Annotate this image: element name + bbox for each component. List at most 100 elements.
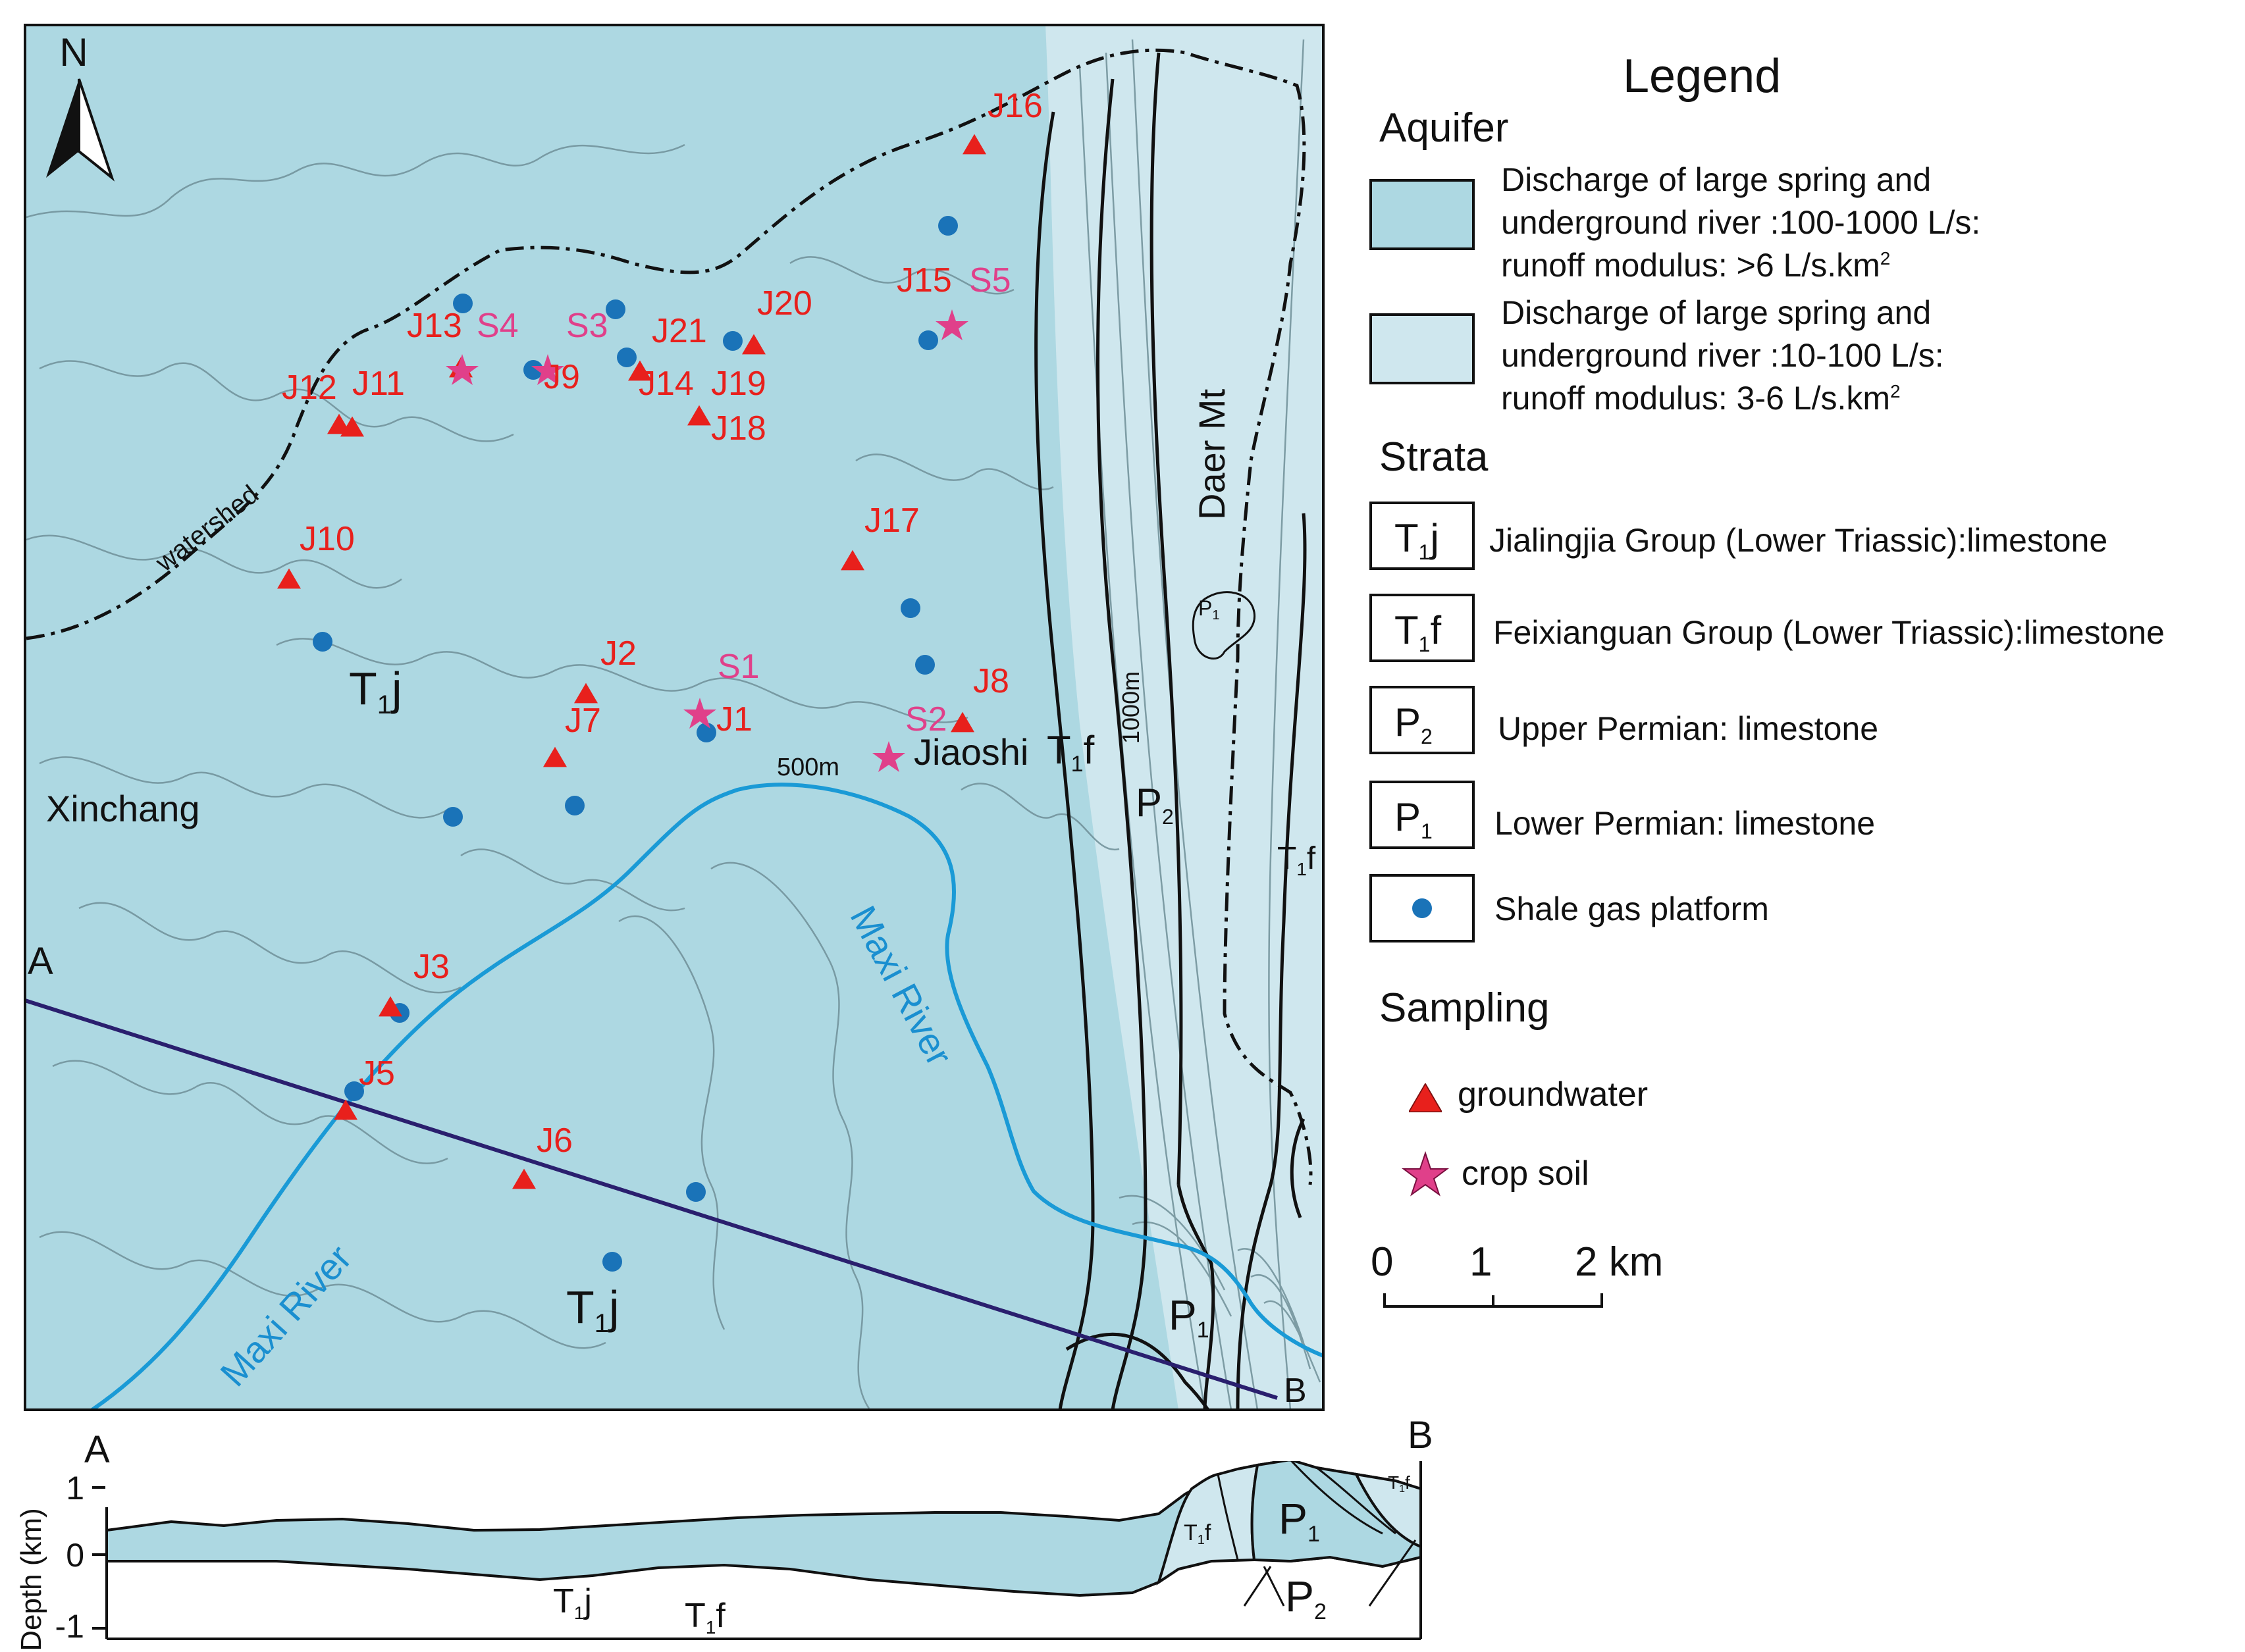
geologic-boundaries [1034,52,1307,1410]
sample-label-s4: S4 [477,307,519,345]
platform-marker [901,598,920,618]
xinchang-label: Xinchang [46,788,200,829]
legend-strata-box [1369,686,1475,754]
legend-groundwater-icon [1409,1083,1442,1112]
legend-strata-box [1369,594,1475,662]
legend-strata-symbol: T1f [1394,608,1441,656]
sample-label-j5: J5 [359,1054,395,1093]
platform-marker [443,807,463,827]
sample-label-j20: J20 [757,284,812,323]
cross-section: A B Depth (km) 1 0 -1 T1j T1f T1f T1f P1… [15,1414,1433,1651]
section-label-a: A [84,1428,110,1471]
platform-marker [938,216,958,236]
sample-label-j16: J16 [988,87,1043,125]
section-t1f-top-zone [1354,1472,1421,1549]
legend-swatch-aquifer-high [1369,179,1475,250]
section-a-label: A [28,940,53,983]
north-label: N [59,30,88,74]
legend-strata-symbol: P1 [1394,795,1433,843]
section-unit-p2: P2 [1285,1572,1327,1624]
platform-marker [617,348,637,367]
legend: Legend Aquifer Discharge of large spring… [1369,50,2165,1308]
sample-label-j14: J14 [639,365,694,403]
sample-label-j9: J9 [544,358,580,396]
sample-label-s1: S1 [718,648,760,686]
legend-strata-heading: Strata [1379,434,1489,480]
legend-groundwater-text: groundwater [1458,1075,1648,1114]
strata-label-t1j: T1j [566,1281,620,1338]
sample-label-j19: J19 [711,365,766,403]
contour-1000m-label: 1000m [1117,671,1144,744]
strata-label-p1: P1 [1198,596,1219,623]
legend-platform-icon [1412,898,1432,918]
soil-marker [446,354,479,385]
sample-label-j17: J17 [864,502,920,540]
platform-marker [313,632,332,652]
section-unit-t1f: T1f [685,1597,726,1638]
section-frame [105,1461,1422,1639]
sample-label-s2: S2 [905,700,947,738]
section-line-ab [25,998,1278,1400]
contour-500m-label: 500m [777,754,839,781]
sample-label-s5: S5 [969,261,1011,299]
section-unit-t1f: T1f [1388,1472,1410,1495]
soil-marker [683,698,716,729]
sample-label-j6: J6 [537,1122,573,1160]
map-border [24,24,1325,1411]
legend-strata-box [1369,781,1475,849]
legend-strata-text: Upper Permian: limestone [1498,710,1878,747]
sample-label-j12: J12 [282,369,337,407]
section-axis-title: Depth (km) [15,1508,47,1651]
section-tick-label: 0 [66,1537,84,1574]
section-unit-p1: P1 [1279,1494,1320,1547]
scale-label: 1 [1469,1239,1492,1285]
section-unit-t1f: T1f [1184,1520,1211,1547]
contour-lines [26,39,1321,1410]
sample-label-j3: J3 [413,948,450,986]
legend-strata-text: Feixianguan Group (Lower Triassic):limes… [1493,614,2165,651]
legend-sampling-heading: Sampling [1379,985,1549,1031]
strata-label-t1j: T1j [349,663,402,719]
scale-label: 2 km [1575,1239,1663,1285]
legend-aquifer-low-text: Discharge of large spring and undergroun… [1501,294,1953,417]
platform-marker [915,655,935,675]
soil-marker [936,309,968,340]
platform-marker [918,330,938,350]
legend-strata-text: Lower Permian: limestone [1494,805,1875,842]
sample-label-j8: J8 [973,662,1009,700]
legend-title: Legend [1623,50,1781,103]
aquifer-low-area [1045,25,1323,1410]
strata-labels: T1j T1j T1f T1f P2 P1 P1 [349,596,1316,1343]
sample-label-j11: J11 [352,365,405,403]
shale-gas-platforms [313,216,958,1272]
sample-label-s3: S3 [566,307,608,345]
strata-label-t1f: T1f [1277,841,1316,879]
platform-marker [523,360,543,380]
strata-label-p1: P1 [1169,1291,1209,1343]
north-arrow-icon: N [46,30,115,182]
groundwater-labels: J16 J20 J15 J13 J21 J12 J11 J9 J14 J19 J… [282,87,1043,1160]
legend-strata-box [1369,502,1475,570]
platform-marker [686,1182,706,1202]
sample-label-j21: J21 [652,312,707,350]
section-tick-label: -1 [55,1608,84,1645]
map-frame [24,24,1325,1411]
daer-mt-label: Daer Mt [1191,388,1232,520]
platform-marker [606,299,625,319]
sample-label-j2: J2 [600,634,637,673]
soil-samples [446,309,968,772]
platform-marker [453,294,473,313]
legend-swatch-aquifer-low [1369,313,1475,384]
legend-strata-symbol: P2 [1394,700,1433,748]
scale-bar: 0 1 2 km [1371,1239,1663,1308]
legend-aquifer-high-text: Discharge of large spring and undergroun… [1501,161,1990,284]
sample-label-j18: J18 [711,409,766,448]
soil-labels: S5 S4 S3 S1 S2 [477,261,1011,738]
platform-marker [602,1252,622,1272]
legend-strata-symbol: T1j [1394,516,1439,564]
sample-label-j1: J1 [716,700,753,738]
sample-label-j7: J7 [565,702,601,740]
watershed-line [26,48,1313,1185]
legend-platform-text: Shale gas platform [1494,891,1769,927]
